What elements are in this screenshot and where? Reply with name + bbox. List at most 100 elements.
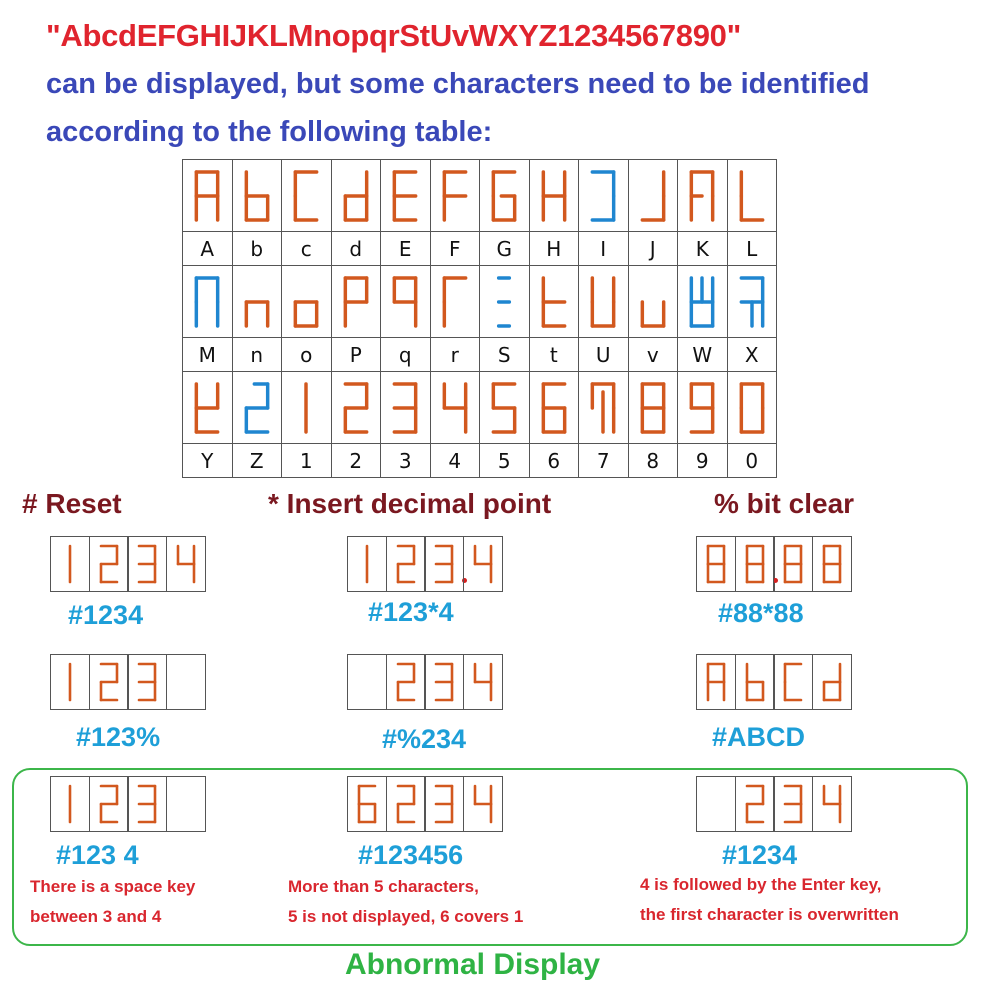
char-label: Y xyxy=(182,443,233,478)
glyph-cell xyxy=(627,159,678,232)
display-digit-cell xyxy=(127,536,167,592)
char-label: 3 xyxy=(380,443,431,478)
glyph-cell xyxy=(380,265,431,338)
segment-glyph-2 xyxy=(99,784,118,824)
display-digit-cell xyxy=(734,776,775,832)
segment-glyph-1 xyxy=(304,381,308,434)
display-digit-cell xyxy=(696,536,736,592)
supported-characters-line: "AbcdEFGHIJKLMnopqrStUvWXYZ1234567890" xyxy=(46,18,742,53)
segment-glyph-2 xyxy=(99,662,118,702)
char-label: Z xyxy=(231,443,282,478)
display-digit-cell xyxy=(88,536,129,592)
segment-glyph-4 xyxy=(473,662,492,702)
display-example-5 xyxy=(347,654,503,710)
segment-glyph-4 xyxy=(822,784,841,824)
glyph-cell xyxy=(479,371,530,444)
code-example-7: #123 4 xyxy=(56,840,139,870)
segment-glyph-r xyxy=(442,275,468,328)
display-digit-cell xyxy=(165,536,206,592)
segment-glyph-M xyxy=(194,275,220,328)
segment-glyph-2 xyxy=(343,381,369,434)
char-label: F xyxy=(429,231,480,266)
glyph-cell xyxy=(182,265,233,338)
intro-line-3: according to the following table: xyxy=(46,116,493,148)
note-space-key: There is a space key between 3 and 4 xyxy=(30,872,195,932)
glyph-cell xyxy=(726,265,777,338)
segment-glyph-A xyxy=(194,169,220,222)
segment-glyph-3 xyxy=(137,784,157,824)
glyph-cell xyxy=(429,265,480,338)
char-label: W xyxy=(677,337,728,372)
note-overflow-line-2: 5 is not displayed, 6 covers 1 xyxy=(288,907,524,926)
note-space-key-line-2: between 3 and 4 xyxy=(30,907,162,926)
glyph-row-2 xyxy=(182,265,777,338)
segment-glyph-Y xyxy=(194,381,220,434)
glyph-cell xyxy=(479,265,530,338)
display-digit-cell xyxy=(811,654,852,710)
glyph-cell xyxy=(330,371,381,444)
display-digit-cell xyxy=(696,776,736,832)
segment-glyph-6 xyxy=(541,381,567,434)
code-example-6: #ABCD xyxy=(712,722,806,752)
display-digit-cell xyxy=(696,654,736,710)
section-bitclear-title: % bit clear xyxy=(714,488,855,519)
display-digit-cell xyxy=(165,776,206,832)
display-example-4 xyxy=(50,654,206,710)
segment-glyph-W xyxy=(689,275,715,328)
display-digit-cell xyxy=(734,536,778,592)
segment-glyph-S xyxy=(497,275,512,328)
glyph-cell xyxy=(578,371,629,444)
char-label: d xyxy=(330,231,381,266)
char-label: L xyxy=(726,231,777,266)
segment-glyph-2 xyxy=(99,544,118,584)
display-digit-cell xyxy=(462,776,503,832)
decimal-point-dot xyxy=(772,578,778,583)
char-label: J xyxy=(627,231,678,266)
section-decimal-title: * Insert decimal point xyxy=(268,488,552,519)
decimal-point-dot xyxy=(462,578,467,583)
segment-glyph-c xyxy=(783,662,803,702)
glyph-cell xyxy=(578,159,629,232)
display-digit-cell xyxy=(347,536,387,592)
segment-glyph-1 xyxy=(68,662,72,702)
glyph-cell xyxy=(479,159,530,232)
segment-glyph-7 xyxy=(590,381,616,434)
segment-glyph-5 xyxy=(491,381,517,434)
segment-glyph-4 xyxy=(442,381,468,434)
segment-glyph-8 xyxy=(706,544,726,584)
glyph-cell xyxy=(578,265,629,338)
glyph-cell xyxy=(627,265,678,338)
display-digit-cell xyxy=(734,654,775,710)
char-label: H xyxy=(528,231,579,266)
segment-glyph-1 xyxy=(365,544,369,584)
char-label: K xyxy=(677,231,728,266)
char-label: 2 xyxy=(330,443,381,478)
glyph-cell xyxy=(677,159,728,232)
code-example-5: #%234 xyxy=(382,724,467,754)
segment-glyph-4 xyxy=(473,544,492,584)
glyph-cell xyxy=(281,265,332,338)
segment-glyph-1 xyxy=(68,784,72,824)
glyph-cell xyxy=(380,159,431,232)
glyph-cell xyxy=(231,371,282,444)
display-example-3 xyxy=(696,536,852,592)
char-label: t xyxy=(528,337,579,372)
display-digit-cell xyxy=(88,776,129,832)
glyph-cell xyxy=(726,159,777,232)
segment-glyph-2 xyxy=(396,662,415,702)
glyph-cell xyxy=(429,159,480,232)
char-label: S xyxy=(479,337,530,372)
segment-glyph-8 xyxy=(822,544,841,584)
display-digit-cell xyxy=(50,536,90,592)
segment-glyph-1 xyxy=(68,544,72,584)
char-label: 4 xyxy=(429,443,480,478)
segment-glyph-4 xyxy=(176,544,195,584)
display-example-1 xyxy=(50,536,206,592)
segment-glyph-n xyxy=(244,299,270,328)
char-label: A xyxy=(182,231,233,266)
char-label: X xyxy=(726,337,777,372)
char-label: P xyxy=(330,337,381,372)
